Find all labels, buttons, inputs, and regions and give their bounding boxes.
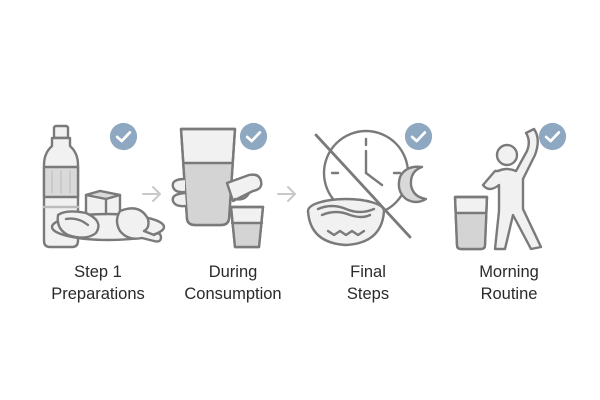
step-morning-routine: Morning Routine	[439, 0, 579, 400]
bottle-bread-chicken-icon	[28, 115, 168, 255]
step-label: During Consumption	[163, 261, 303, 305]
step-label: Final Steps	[298, 261, 438, 305]
step-label-line1: Morning	[479, 263, 539, 281]
step-label: Morning Routine	[439, 261, 579, 305]
check-badge-icon	[404, 122, 433, 151]
check-badge-icon	[109, 122, 138, 151]
check-badge-icon	[538, 122, 567, 151]
step-label-line2: Consumption	[184, 285, 282, 303]
stretching-water-icon	[439, 115, 579, 255]
no-late-eating-icon	[298, 115, 438, 255]
step-label-line1: During	[208, 263, 258, 281]
step-label-line2: Routine	[480, 285, 538, 303]
step-label-line1: Final	[350, 263, 386, 281]
arrow-right-icon	[276, 183, 298, 205]
hand-holding-glass-icon	[163, 115, 303, 255]
step-label-line2: Preparations	[51, 285, 145, 303]
step-during-consumption: During Consumption	[163, 0, 303, 400]
step-label: Step 1 Preparations	[28, 261, 168, 305]
step-final-steps: Final Steps	[298, 0, 438, 400]
step-label-line2: Steps	[346, 285, 390, 303]
step-preparations: Step 1 Preparations	[28, 0, 168, 400]
step-label-line1: Step 1	[74, 263, 122, 281]
check-badge-icon	[239, 122, 268, 151]
arrow-right-icon	[141, 183, 163, 205]
